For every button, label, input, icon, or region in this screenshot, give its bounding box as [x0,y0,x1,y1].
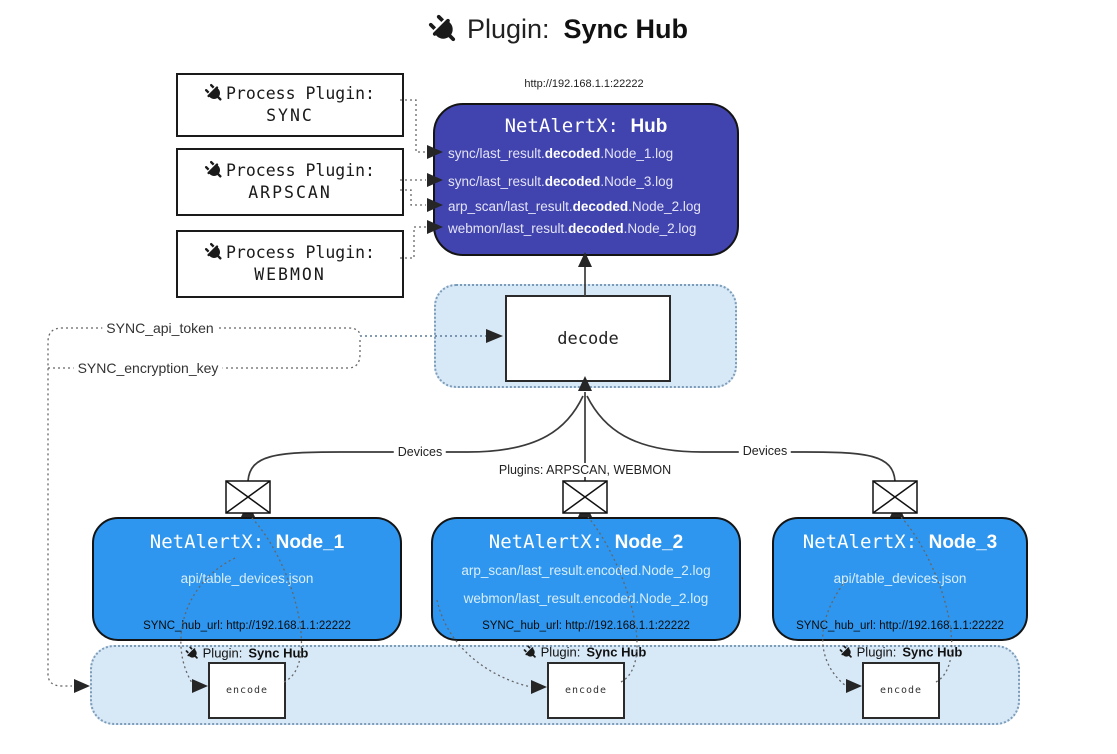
encode-box: encode [208,662,286,719]
hub-title-prefix: NetAlertX: [504,115,619,137]
node-hub-url: SYNC_hub_url: http://192.168.1.1:22222 [482,620,690,632]
node-3-box: NetAlertX: Node_3 api/table_devices.json… [772,517,1028,641]
hub-log-line: sync/last_result.decoded.Node_1.log [448,146,674,161]
node-file: arp_scan/last_result.encoded.Node_2.log [461,563,711,578]
node-title: NetAlertX: Node_3 [802,531,998,553]
process-plugin-name: ARPSCAN [248,183,332,202]
hub-url: http://192.168.1.1:22222 [524,78,644,90]
node-title: NetAlertX: Node_2 [488,531,684,553]
process-plugin-label: Process Plugin: [225,242,375,262]
plug-icon [204,243,222,260]
page-title: Plugin: Sync Hub [0,14,1117,45]
plug-icon [185,645,198,659]
plug-icon [839,644,852,658]
sync-api-token-label: SYNC_api_token [102,320,218,336]
process-plugin-name: WEBMON [254,265,326,284]
node-hub-url: SYNC_hub_url: http://192.168.1.1:22222 [143,620,351,632]
plugins-mid-label: Plugins: ARPSCAN, WEBMON [494,463,676,477]
encode-box: encode [862,662,940,719]
envelope-icon [562,480,608,514]
hub-title: NetAlertX: Hub [435,115,737,138]
encode-box: encode [547,662,625,719]
node-2-box: NetAlertX: Node_2 arp_scan/last_result.e… [431,517,741,641]
node-file: webmon/last_result.encoded.Node_2.log [463,591,709,606]
plug-icon [204,84,222,101]
hub-log-line: webmon/last_result.decoded.Node_2.log [448,221,697,236]
process-plugin-box-arpscan: Process Plugin: ARPSCAN [176,148,404,216]
hub-log-line: sync/last_result.decoded.Node_3.log [448,174,674,189]
process-plugin-box-webmon: Process Plugin: WEBMON [176,230,404,298]
hub-title-name: Hub [630,116,668,137]
node-file: api/table_devices.json [180,571,314,586]
plug-icon [204,161,222,178]
devices-left-label: Devices [393,445,447,459]
node-1-box: NetAlertX: Node_1 api/table_devices.json… [92,517,402,641]
process-plugin-label: Process Plugin: [225,83,375,103]
node-file: api/table_devices.json [833,571,967,586]
hub-box: NetAlertX: Hub sync/last_result.decoded.… [433,103,739,256]
hub-log-line: arp_scan/last_result.decoded.Node_2.log [448,199,701,214]
encoder-plugin-label: Plugin:Sync Hub [839,644,962,660]
decode-box: decode [505,295,671,382]
title-prefix: Plugin: [466,14,550,44]
envelope-icon [225,480,271,514]
plug-icon [428,14,456,41]
process-plugin-name: SYNC [266,106,314,125]
encoder-plugin-label: Plugin:Sync Hub [523,644,646,660]
node-title: NetAlertX: Node_1 [149,531,345,553]
devices-right-label: Devices [738,444,792,458]
plug-icon [523,644,536,658]
encoder-plugin-label: Plugin:Sync Hub [185,645,308,661]
process-plugin-box-sync: Process Plugin: SYNC [176,73,404,137]
envelope-icon [872,480,918,514]
process-plugin-label: Process Plugin: [225,160,375,180]
title-name: Sync Hub [563,14,689,44]
node-hub-url: SYNC_hub_url: http://192.168.1.1:22222 [796,620,1004,632]
sync-encryption-key-label: SYNC_encryption_key [73,360,223,376]
